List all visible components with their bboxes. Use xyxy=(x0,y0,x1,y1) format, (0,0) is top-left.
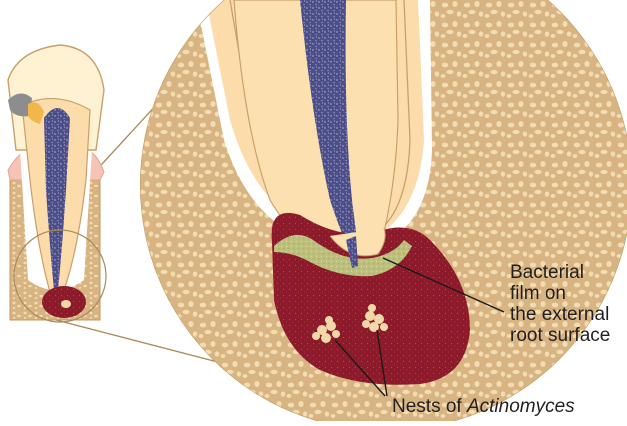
nests-label-prefix: Nests of xyxy=(392,396,467,417)
bacterial-film-line-4: root surface xyxy=(510,325,610,346)
bacterial-film-line-2: film on xyxy=(510,283,610,304)
tooth-overview-illustration xyxy=(8,45,106,322)
actinomyces-nests-label: Nests of Actinomyces xyxy=(392,396,575,417)
magnified-root-apex-illustration xyxy=(140,0,627,421)
bacterial-film-line-3: the external xyxy=(510,304,610,325)
bacterial-film-line-1: Bacterial xyxy=(510,262,610,283)
nests-label-genus: Actinomyces xyxy=(467,396,575,417)
bacterial-film-label: Bacterial film on the external root surf… xyxy=(510,262,610,346)
